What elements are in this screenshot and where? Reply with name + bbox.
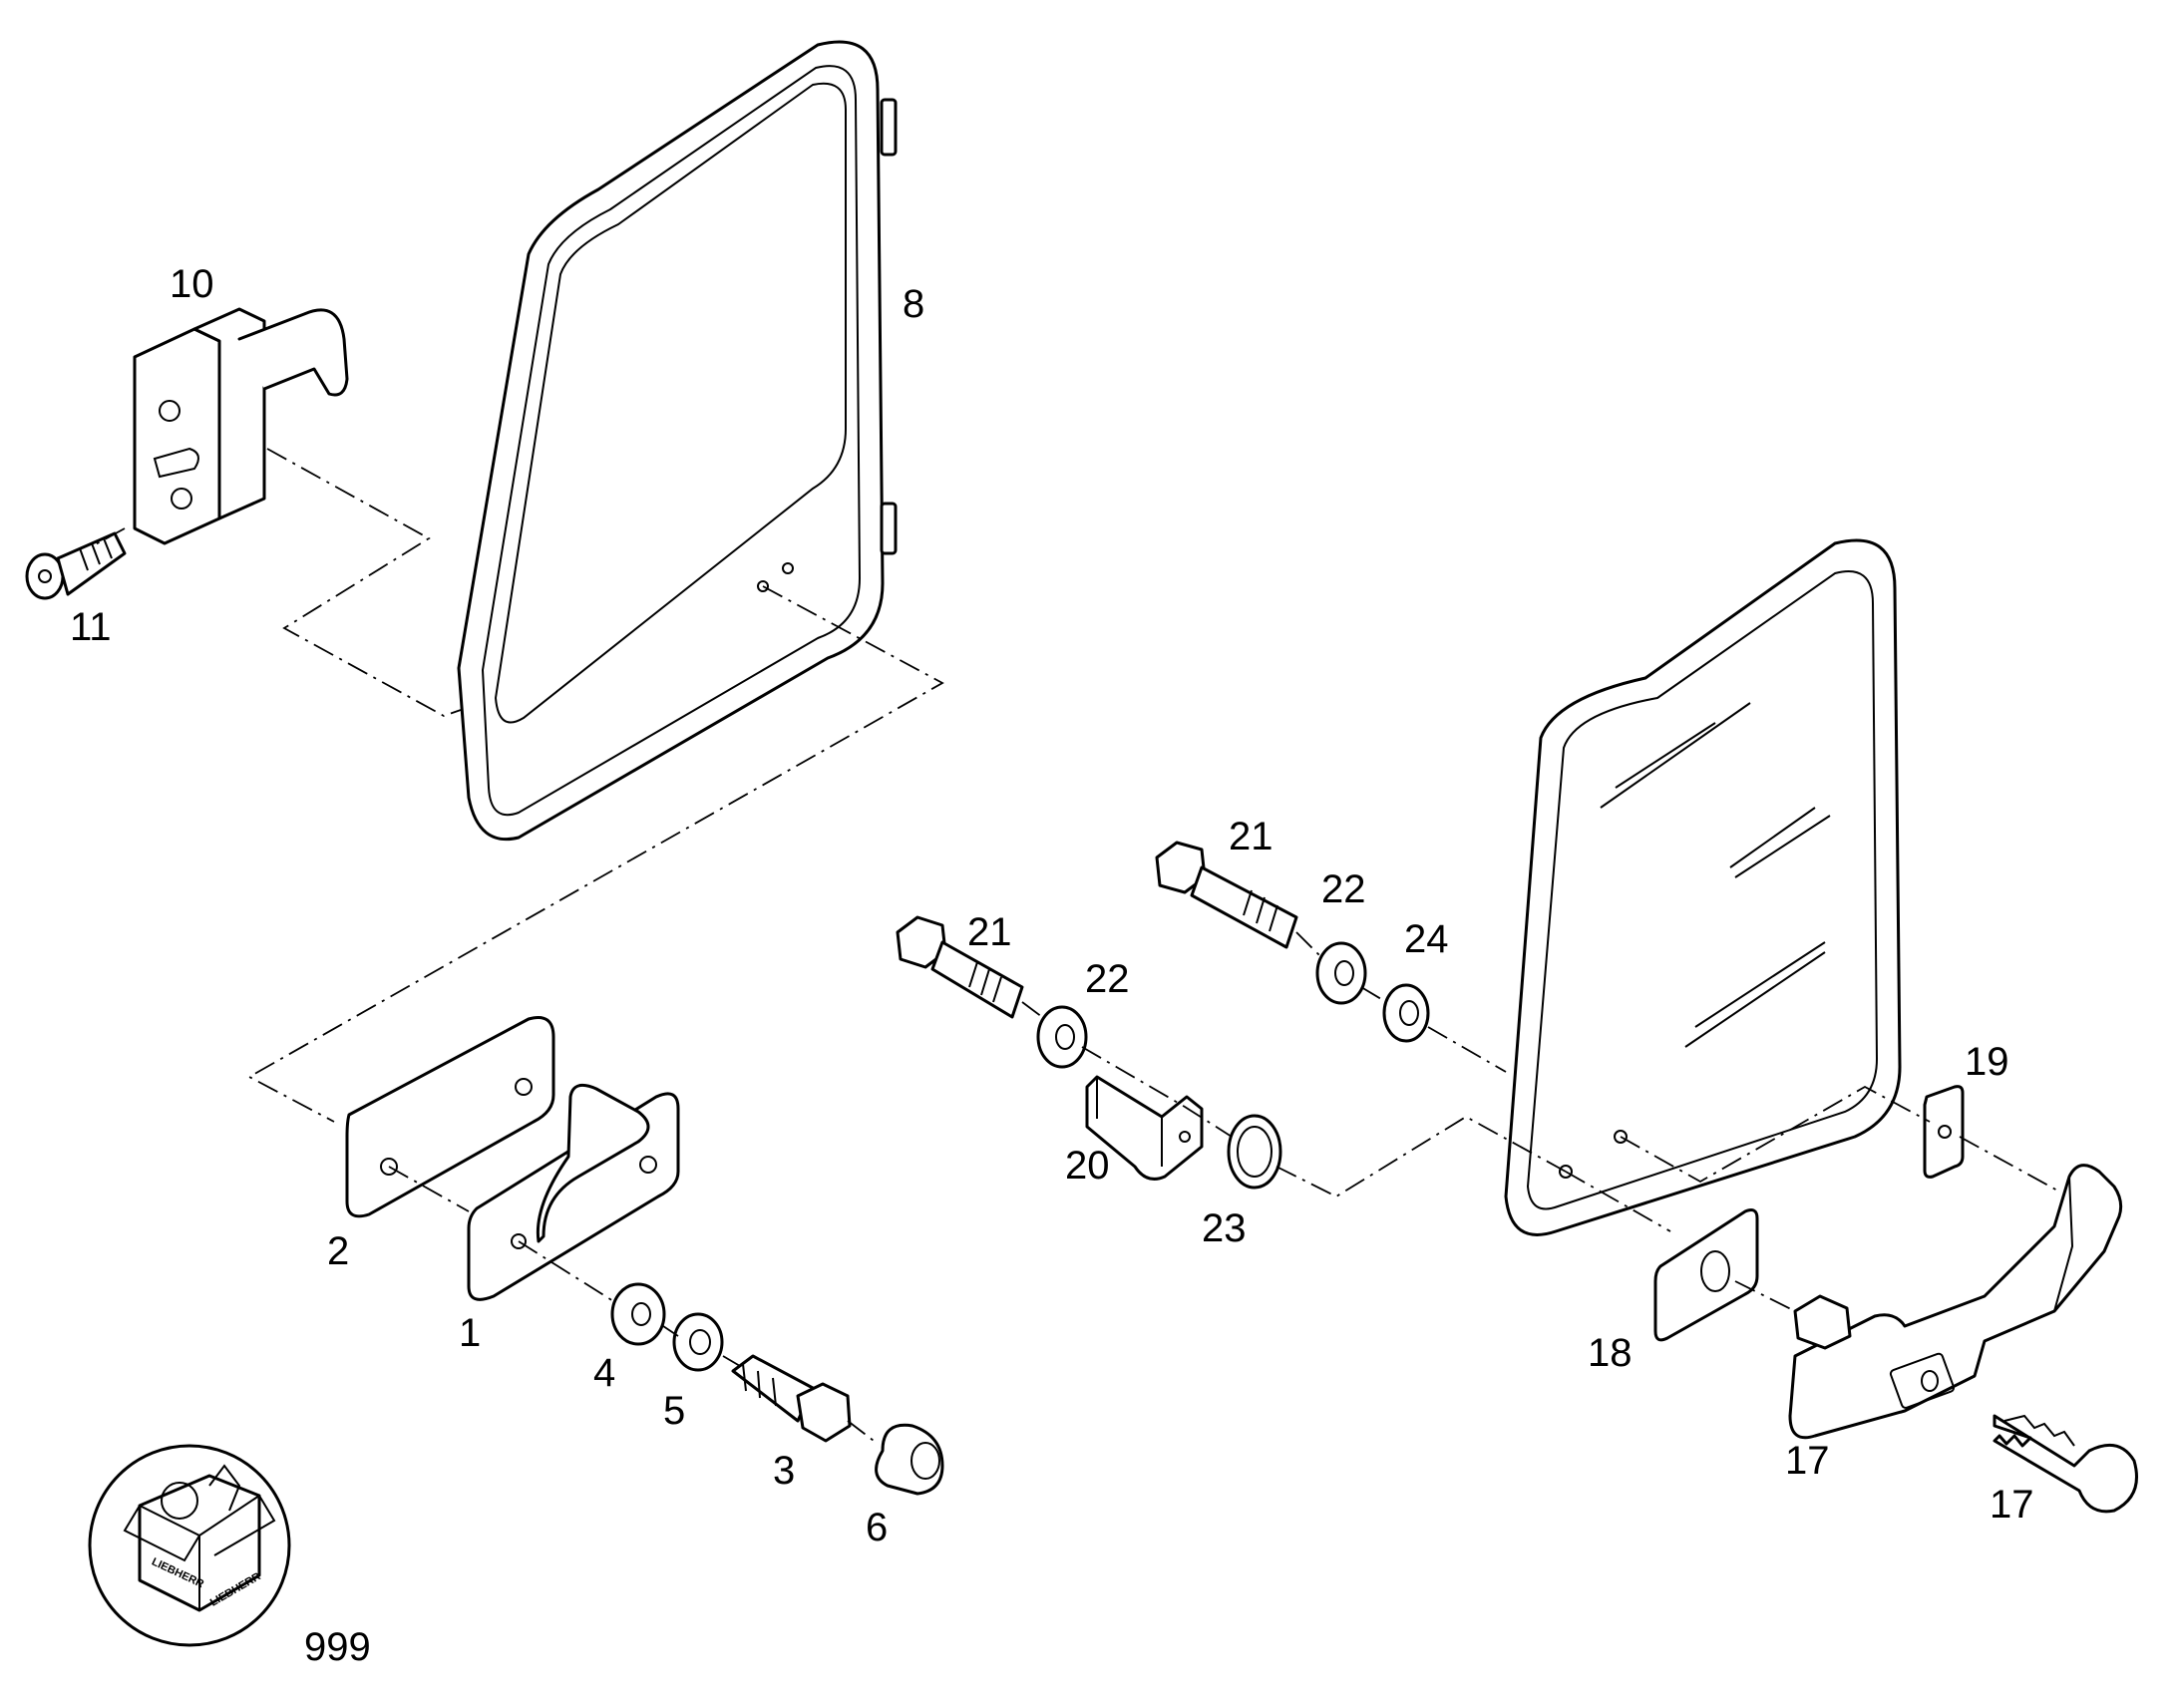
callout-3: 3 [773,1449,795,1493]
callout-17-key: 17 [1990,1483,2034,1527]
washer-part-4 [610,1282,666,1346]
callout-4: 4 [593,1351,615,1395]
callout-21-upper: 21 [1229,815,1273,858]
callout-6: 6 [866,1506,888,1549]
callout-10: 10 [170,262,214,306]
callout-11: 11 [70,605,112,649]
gasket-part-19 [1923,1085,1965,1179]
door-frame-part-8 [457,40,898,842]
washer-part-22-upper [1315,941,1367,1005]
callout-22-upper: 22 [1321,867,1366,911]
callout-20: 20 [1065,1144,1110,1188]
bracket-part-20 [1085,1075,1204,1181]
washer-part-22-lower [1036,1005,1088,1069]
ring-part-23 [1227,1114,1282,1190]
callout-22-lower: 22 [1085,957,1130,1001]
callout-999: 999 [304,1625,371,1669]
callout-1: 1 [459,1311,481,1355]
kit-box-icon-999: LIEBHERR LIEBHERR [88,1444,291,1647]
callout-8: 8 [903,282,924,326]
washer-part-24 [1382,983,1430,1043]
screw-part-11 [25,531,127,600]
callout-5: 5 [663,1389,685,1433]
callout-17-handle: 17 [1785,1439,1830,1483]
leader-lines [91,448,2060,1445]
handle-part-17 [1788,1164,2123,1440]
window-glass-panel [1504,538,1902,1236]
callout-23: 23 [1202,1206,1247,1250]
callout-18: 18 [1588,1331,1633,1375]
striker-bracket-part-1 [467,1083,680,1301]
callout-19: 19 [1965,1040,2009,1084]
callout-2: 2 [327,1229,349,1273]
callout-24: 24 [1404,917,1449,961]
bolt-part-3 [731,1354,852,1443]
plate-part-2 [345,1016,555,1218]
latch-part-10 [133,307,349,545]
callout-labels: 1 2 3 4 5 6 8 10 11 17 17 18 19 20 21 21… [70,262,2034,1669]
lock-washer-part-5 [672,1312,724,1372]
bolt-part-21-upper [1155,841,1298,949]
key-part-17 [1993,1414,2138,1514]
gasket-part-18 [1653,1208,1759,1342]
bolt-part-21-lower [896,915,1024,1019]
callout-21-lower: 21 [967,910,1012,954]
cap-part-6 [875,1423,944,1496]
